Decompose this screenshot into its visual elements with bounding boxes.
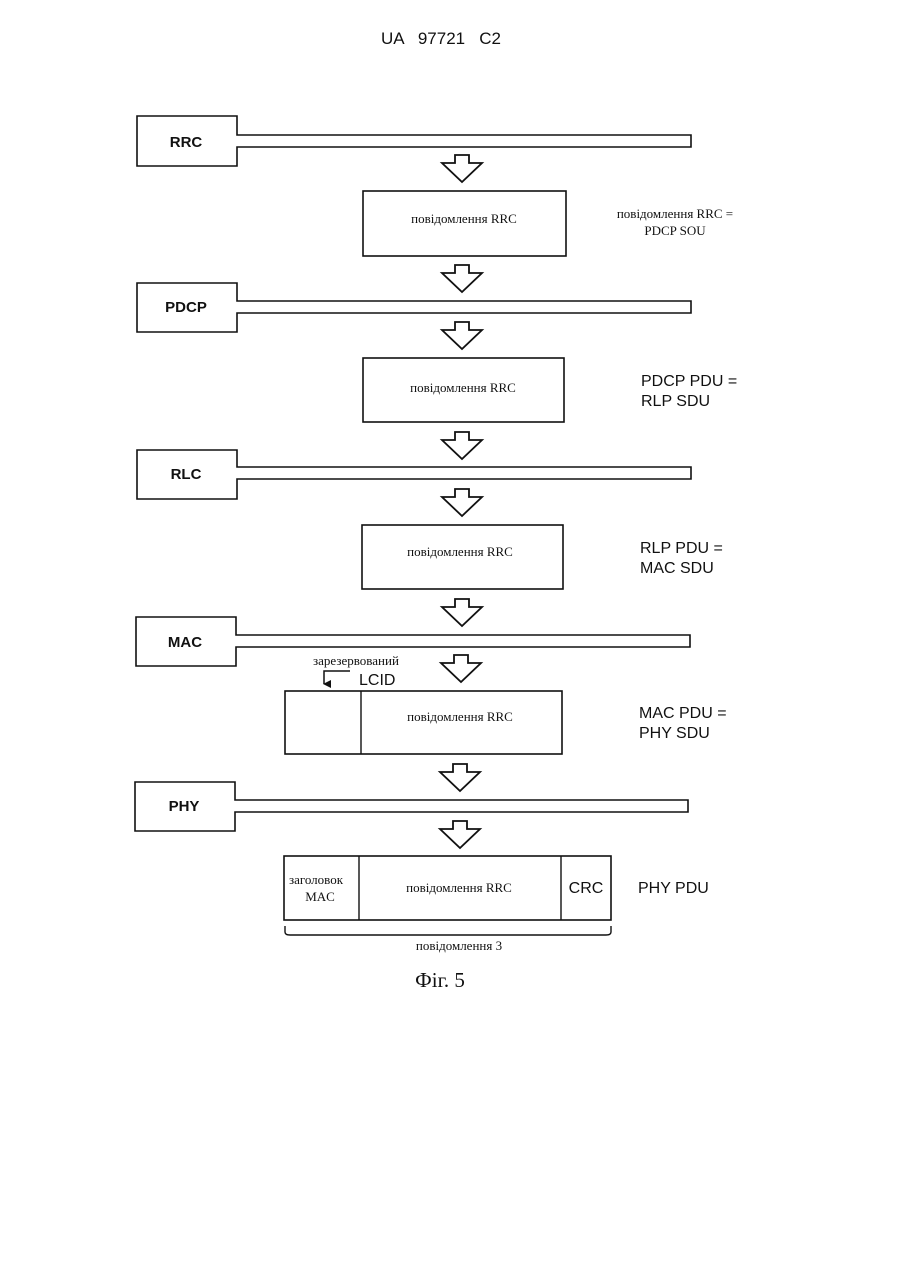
message-box-mac: повідомлення RRC [285,691,562,754]
layer-label-pdcp: PDCP [165,299,207,316]
message-note-phy: PHY PDU [638,880,709,897]
layer-label-phy: PHY [169,798,200,815]
note-line-2: PDCP SOU [644,223,706,238]
message-label: повідомлення RRC [411,211,517,226]
down-arrow-icon [442,155,482,182]
layer-phy: PHY [135,782,688,831]
layer-label-mac: MAC [168,634,202,651]
lcid-label: LCID [359,672,395,689]
note-line-1: PDCP PDU = [641,373,737,390]
down-arrow-icon [440,821,480,848]
brace-label: повідомлення 3 [416,938,502,953]
down-arrow-icon [442,322,482,349]
reserved-label: зарезервований [313,653,399,668]
down-arrow-icon [442,265,482,292]
down-arrow-icon [442,432,482,459]
note-line-1: MAC PDU = [639,705,727,722]
mac-header-line-1: заголовок [289,872,344,887]
layer-pdcp: PDCP [137,283,691,332]
message-label: повідомлення RRC [406,880,512,895]
note-line-1: PHY PDU [638,880,709,897]
message-box-rlc: повідомлення RRC [362,525,563,589]
brace [285,926,611,935]
down-arrow-icon [442,489,482,516]
layer-label-rrc: RRC [170,134,203,151]
message-note-mac: MAC PDU = PHY SDU [639,705,727,742]
layer-label-rlc: RLC [171,466,202,483]
figure-caption: Фіг. 5 [415,968,465,992]
message-box-phy: заголовок MAC повідомлення RRC CRC [284,856,611,920]
note-line-1: повідомлення RRC = [617,206,733,221]
patent-number: UA 97721 C2 [381,29,501,48]
note-line-2: RLP SDU [641,393,710,410]
note-line-1: RLP PDU = [640,540,723,557]
note-line-2: PHY SDU [639,725,710,742]
note-line-2: MAC SDU [640,560,714,577]
mac-header-line-2: MAC [305,889,335,904]
message-label: повідомлення RRC [410,380,516,395]
layer-mac: MAC [136,617,690,666]
message-label: повідомлення RRC [407,544,513,559]
bent-arrow-icon [324,671,350,684]
layer-rlc: RLC [137,450,691,499]
message-note-rlc: RLP PDU = MAC SDU [640,540,723,577]
message-box-pdcp: повідомлення RRC [363,358,564,422]
message-box-rrc: повідомлення RRC [363,191,566,256]
down-arrow-icon [440,764,480,791]
down-arrow-icon [442,599,482,626]
down-arrow-icon [441,655,481,682]
layer-rrc: RRC [137,116,691,166]
message-note-pdcp: PDCP PDU = RLP SDU [641,373,737,410]
message-label: повідомлення RRC [407,709,513,724]
reserved-lcid-annotation: зарезервований LCID [313,653,399,689]
crc-label: CRC [569,880,604,897]
message-note-rrc: повідомлення RRC = PDCP SOU [617,206,733,238]
